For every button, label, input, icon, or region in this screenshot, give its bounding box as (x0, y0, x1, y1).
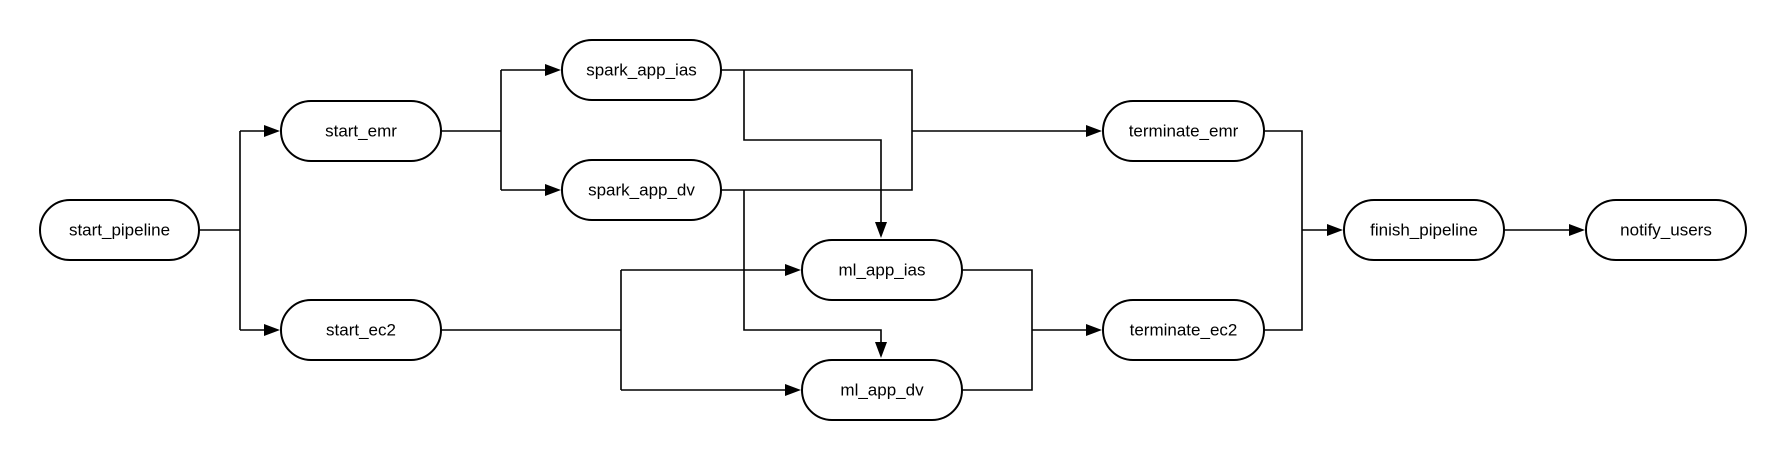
node-label: terminate_ec2 (1130, 321, 1238, 340)
node-finish-pipeline[interactable]: finish_pipeline (1343, 199, 1505, 261)
arrowhead-ml-app-ias-left (785, 264, 801, 276)
arrowhead-spark-app-dv (545, 184, 561, 196)
arrowhead-notify-users (1569, 224, 1585, 236)
node-label: spark_app_dv (588, 181, 695, 200)
node-spark-app-ias[interactable]: spark_app_ias (561, 39, 722, 101)
edge-start-emr-branch (441, 70, 502, 190)
node-start-ec2[interactable]: start_ec2 (280, 299, 442, 361)
edge-ml-apps-to-terminate-ec2 (962, 269, 1086, 391)
node-ml-app-ias[interactable]: ml_app_ias (801, 239, 963, 301)
arrowhead-ml-app-dv-left (785, 384, 801, 396)
arrowhead-terminate-emr (1086, 125, 1102, 137)
node-terminate-emr[interactable]: terminate_emr (1102, 100, 1265, 162)
arrowhead-start-ec2 (264, 324, 280, 336)
node-label: start_pipeline (69, 221, 170, 240)
node-label: ml_app_ias (839, 261, 926, 280)
arrowhead-terminate-ec2 (1086, 324, 1102, 336)
node-spark-app-dv[interactable]: spark_app_dv (561, 159, 722, 221)
node-label: terminate_emr (1129, 122, 1239, 141)
arrowhead-ml-app-dv-top (875, 342, 887, 358)
edge-terminates-to-finish-pipeline (1264, 130, 1327, 331)
arrowhead-ml-app-ias-top (875, 222, 887, 238)
edge-spark-apps-to-terminate-emr (721, 69, 1086, 191)
node-label: notify_users (1620, 221, 1712, 240)
node-label: ml_app_dv (840, 381, 924, 400)
arrowhead-start-emr (264, 125, 280, 137)
node-start-emr[interactable]: start_emr (280, 100, 442, 162)
node-terminate-ec2[interactable]: terminate_ec2 (1102, 299, 1265, 361)
node-label: spark_app_ias (586, 61, 697, 80)
arrowhead-spark-app-ias (545, 64, 561, 76)
edge-spark-app-ias-to-ml-app-ias (743, 70, 882, 222)
node-notify-users[interactable]: notify_users (1585, 199, 1747, 261)
node-ml-app-dv[interactable]: ml_app_dv (801, 359, 963, 421)
arrowhead-finish-pipeline (1327, 224, 1343, 236)
edge-start-ec2-branch (441, 270, 622, 390)
node-start-pipeline[interactable]: start_pipeline (39, 199, 200, 261)
edges (199, 64, 1585, 396)
edge-start-pipeline-branch (199, 131, 241, 330)
node-label: start_ec2 (326, 321, 396, 340)
edge-spark-app-dv-to-ml-app-dv (743, 190, 882, 342)
node-label: finish_pipeline (1370, 221, 1478, 240)
node-label: start_emr (325, 122, 397, 141)
